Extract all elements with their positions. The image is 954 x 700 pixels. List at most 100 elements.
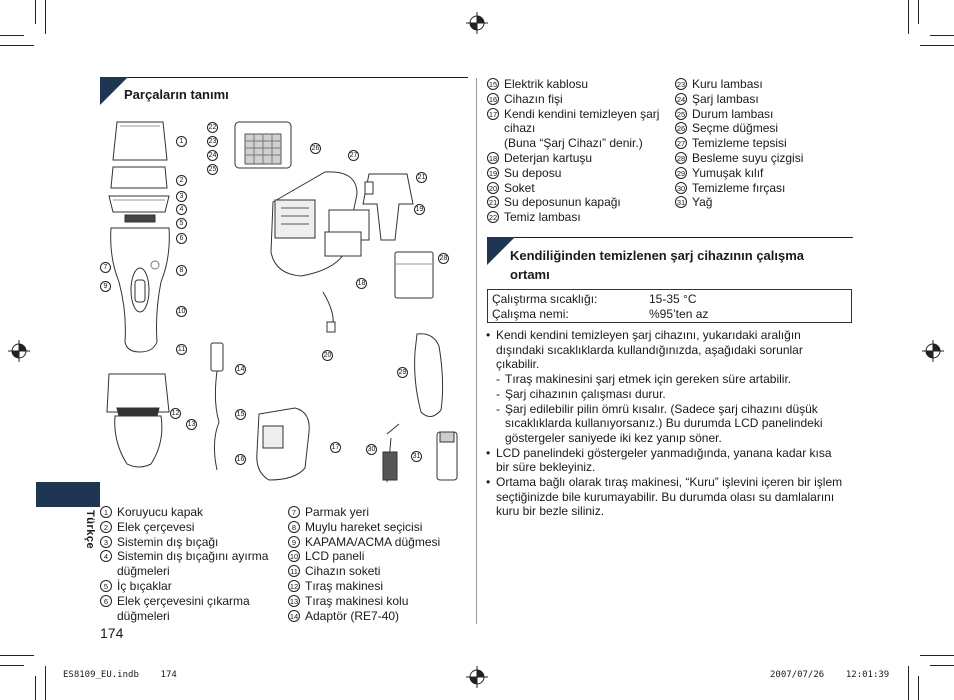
crop-mark	[45, 666, 46, 700]
callout-7: 7	[100, 262, 111, 273]
notes-block: Kendi kendini temizleyen şarj cihazını, …	[486, 328, 856, 519]
callout-3: 3	[176, 191, 187, 202]
parts-illustration	[106, 121, 458, 483]
crop-mark	[908, 666, 909, 700]
callout-26: 26	[310, 143, 321, 154]
section-rule	[487, 237, 853, 238]
crop-mark	[918, 0, 919, 24]
crop-mark	[0, 35, 24, 36]
crop-mark	[0, 655, 34, 656]
crop-mark	[908, 0, 909, 34]
crop-mark	[35, 676, 36, 700]
list-item: Ortama bağlı olarak tıraş makinesi, “Kur…	[486, 475, 856, 519]
callout-4: 4	[176, 204, 187, 215]
section-rule	[100, 77, 468, 78]
callout-10: 10	[176, 306, 187, 317]
callout-24: 24	[207, 150, 218, 161]
callout-21: 21	[416, 172, 427, 183]
registration-mark-icon	[466, 12, 488, 34]
callout-28: 28	[438, 253, 449, 264]
language-label: Türkçe	[84, 510, 96, 550]
callout-20: 20	[322, 350, 333, 361]
callout-30: 30	[366, 444, 377, 455]
list-item: LCD panelindeki göstergeler yanmadığında…	[486, 446, 856, 475]
callout-18: 18	[356, 278, 367, 289]
callout-31: 31	[411, 451, 422, 462]
environment-table: Çalıştırma sıcaklığı: 15-35 °C Çalışma n…	[487, 289, 852, 323]
crop-mark	[920, 655, 954, 656]
crop-mark	[930, 35, 954, 36]
crop-mark	[0, 45, 34, 46]
crop-mark	[930, 665, 954, 666]
callout-17: 17	[330, 442, 341, 453]
crop-mark	[920, 45, 954, 46]
section-corner-triangle	[100, 77, 128, 105]
crop-mark	[0, 665, 24, 666]
callout-14: 14	[235, 364, 246, 375]
table-cell: 15-35 °C	[649, 292, 697, 306]
registration-mark-icon	[922, 340, 944, 362]
callout-22: 22	[207, 122, 218, 133]
callout-19: 19	[414, 204, 425, 215]
outer-foil-drawing	[108, 195, 170, 213]
section-title-parts: Parçaların tanımı	[124, 87, 229, 102]
callout-16: 16	[235, 454, 246, 465]
registration-mark-icon	[466, 666, 488, 688]
callout-12: 12	[170, 408, 181, 419]
callout-23: 23	[207, 136, 218, 147]
callout-27: 27	[348, 150, 359, 161]
callout-11: 11	[176, 344, 187, 355]
protective-cap-drawing	[112, 121, 168, 161]
registration-mark-icon	[8, 340, 30, 362]
shaver-head-drawing	[106, 373, 170, 413]
callout-2: 2	[176, 175, 187, 186]
callout-29: 29	[397, 367, 408, 378]
section-title-station: Kendiliğinden temizlenen şarj cihazının …	[510, 248, 805, 282]
adapter-drawing	[210, 342, 224, 372]
callout-25: 25	[207, 164, 218, 175]
callout-13: 13	[186, 419, 197, 430]
frame-drawing	[110, 166, 168, 189]
callout-8: 8	[176, 265, 187, 276]
table-cell: Çalıştırma sıcaklığı:	[492, 292, 598, 306]
notes-list: Kendi kendini temizleyen şarj cihazını, …	[486, 328, 856, 519]
section-corner-triangle	[487, 237, 515, 265]
table-cell: Çalışma nemi:	[492, 307, 569, 321]
sub-item: Şarj cihazının çalışması durur.	[486, 387, 856, 402]
page-number: 174	[100, 625, 124, 641]
language-side-tab	[36, 482, 100, 507]
table-cell: %95’ten az	[649, 307, 709, 321]
sub-item: Şarj edilebilir pilin ömrü kısalır. (Sad…	[486, 402, 856, 446]
callout-6: 6	[176, 233, 187, 244]
sub-item: Tıraş makinesini şarj etmek için gereken…	[486, 372, 856, 387]
